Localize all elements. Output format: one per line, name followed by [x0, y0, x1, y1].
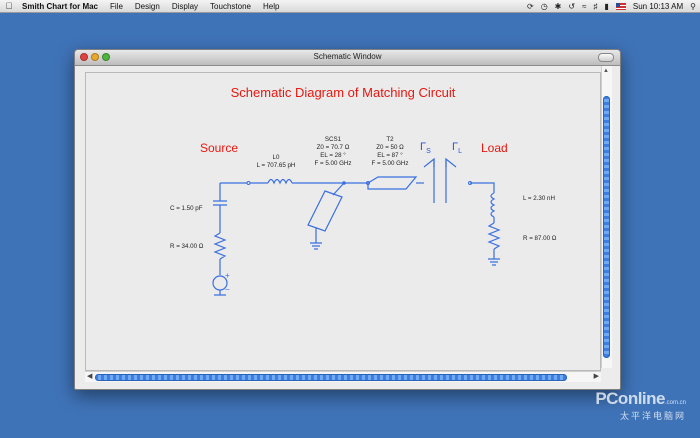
load-ground: [488, 249, 500, 266]
window-controls: [80, 53, 110, 61]
menu-display[interactable]: Display: [171, 1, 199, 11]
stub-scs1-label: SCS1 Z0 = 70.7 Ω EL = 28 ° F = 5.00 GHz: [314, 136, 352, 167]
capacitor-symbol: [213, 200, 227, 206]
inductor-l0-symbol: [267, 178, 293, 185]
capacitor-label: C = 1.50 pF: [170, 205, 203, 212]
load-inductor-symbol: [490, 192, 496, 218]
node-junction: [342, 181, 346, 185]
source-minus-sign: −: [225, 285, 230, 294]
source-plus-sign: +: [225, 271, 230, 280]
scroll-up-arrow-icon[interactable]: ▲: [603, 68, 609, 74]
flag-icon[interactable]: [615, 3, 626, 10]
node-terminal-1: [246, 181, 251, 185]
tline-t2-symbol: [367, 176, 418, 190]
load-top-wire: [470, 182, 495, 193]
gamma-l-label: ΓL: [452, 141, 462, 156]
source-label: Source: [200, 141, 239, 155]
stub-feed-wire: [332, 182, 345, 196]
source-resistor-symbol: [213, 232, 227, 260]
tline-t2-label: T2 Z0 = 50 Ω EL = 87 ° F = 5.00 GHz: [371, 136, 409, 167]
vertical-scrollbar[interactable]: [601, 66, 612, 368]
stub-scs1-symbol: [307, 190, 343, 232]
scroll-right-arrow-icon[interactable]: ▶: [593, 373, 599, 380]
sync-icon[interactable]: ⟳: [526, 2, 534, 11]
schematic-canvas[interactable]: Schematic Diagram of Matching Circuit So…: [85, 72, 601, 371]
load-inductor-label: L = 2.30 nH: [523, 195, 555, 202]
gamma-l-arrow: [445, 157, 457, 168]
menu-help[interactable]: Help: [262, 1, 280, 11]
history-icon[interactable]: ↺: [568, 2, 576, 11]
menu-app-name[interactable]: Smith Chart for Mac: [22, 1, 99, 11]
schematic-window: Schematic Window Schematic Diagram of Ma…: [74, 49, 621, 390]
battery-icon[interactable]: ▮: [604, 2, 609, 11]
window-title: Schematic Window: [313, 52, 382, 61]
close-button[interactable]: [80, 53, 88, 61]
menu-design[interactable]: Design: [134, 1, 160, 11]
window-titlebar[interactable]: Schematic Window: [75, 50, 620, 66]
gamma-s-label: ΓS: [420, 141, 431, 156]
source-ground: [214, 290, 226, 296]
menu-bar:  Smith Chart for Mac File Design Displa…: [0, 0, 700, 13]
time-machine-icon[interactable]: ◷: [540, 2, 548, 11]
vertical-scroll-thumb[interactable]: [603, 96, 610, 358]
horizontal-scroll-thumb[interactable]: [95, 374, 567, 381]
menubar-status: ⟳ ◷ ✱ ↺ ≈ ♯ ▮ Sun 10:13 AM ⚲: [527, 0, 696, 13]
source-resistor-label: R = 34.00 Ω: [170, 243, 204, 250]
spotlight-search-icon[interactable]: ⚲: [690, 2, 696, 11]
load-resistor-symbol: [487, 222, 501, 250]
scroll-left-arrow-icon[interactable]: ◀: [87, 373, 93, 380]
apple-icon[interactable]: : [0, 1, 18, 11]
watermark: PConline.com.cn 太平洋电脑网: [595, 389, 686, 421]
bluetooth-icon[interactable]: ✱: [554, 2, 562, 11]
circuit-diagram: + −: [212, 157, 501, 296]
volume-icon[interactable]: ♯: [593, 2, 598, 11]
node-terminal-3: [468, 181, 472, 185]
stub-ground: [310, 228, 322, 250]
node-terminal-2: [366, 181, 370, 185]
schematic-heading: Schematic Diagram of Matching Circuit: [230, 85, 456, 100]
wifi-icon[interactable]: ≈: [582, 2, 587, 11]
menu-file[interactable]: File: [110, 1, 123, 11]
horizontal-scrollbar[interactable]: ◀ ▶: [85, 371, 601, 382]
menubar-clock[interactable]: Sun 10:13 AM: [632, 2, 684, 11]
load-label: Load: [481, 141, 508, 155]
menu-touchstone[interactable]: Touchstone: [210, 1, 251, 11]
gamma-s-arrow: [423, 157, 435, 168]
minimize-button[interactable]: [91, 53, 99, 61]
inductor-l0-label: L0 L = 707.65 pH: [256, 154, 296, 169]
toolbar-toggle-button[interactable]: [598, 53, 614, 62]
load-resistor-label: R = 87.00 Ω: [523, 235, 557, 242]
zoom-button[interactable]: [102, 53, 110, 61]
